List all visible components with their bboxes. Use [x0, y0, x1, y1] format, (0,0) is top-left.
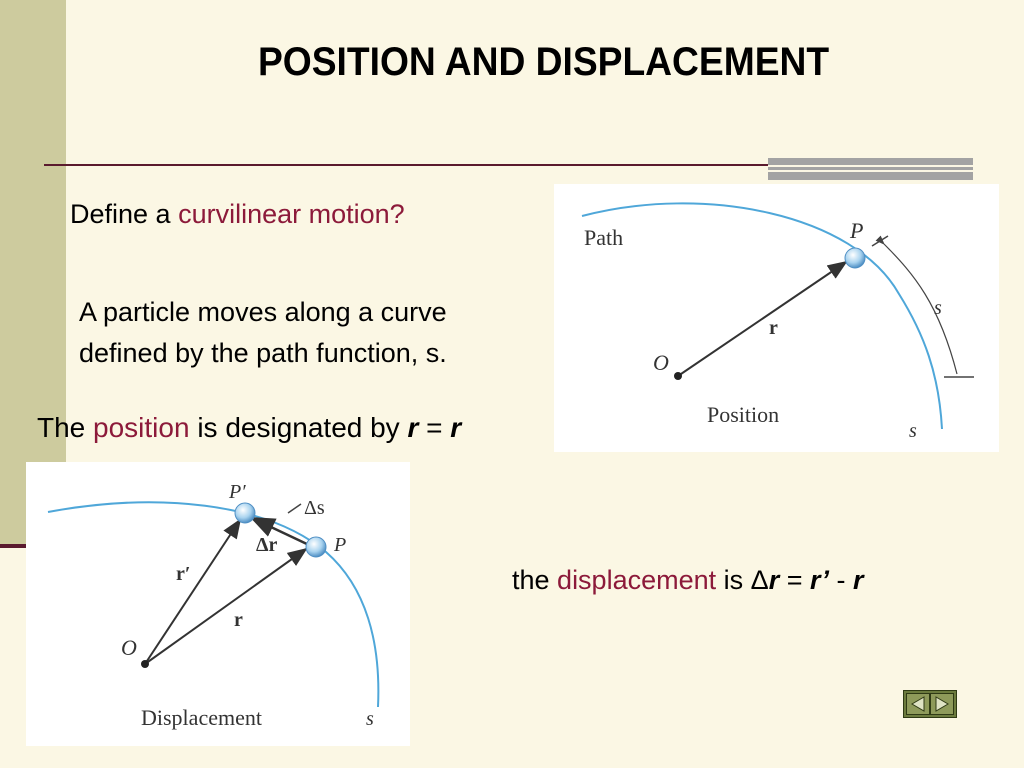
- delta-symbol: Δ: [750, 565, 769, 595]
- displacement-r-symbol-2: r: [853, 565, 864, 595]
- particle-description: A particle moves along a curve defined b…: [79, 292, 447, 374]
- next-slide-button[interactable]: [930, 693, 954, 715]
- position-prefix: The: [37, 412, 94, 443]
- position-statement: The position is designated by r = r: [37, 412, 461, 444]
- path-curve: [581, 202, 943, 430]
- p-prime-label: P′: [228, 481, 246, 503]
- displacement-diagram: P′ Δs Δr P r′ r O Displacement s: [47, 481, 380, 730]
- particle-p: [844, 247, 866, 269]
- displacement-equals: =: [779, 565, 810, 595]
- r-prime-label: r′: [176, 563, 191, 585]
- displacement-minus: -: [829, 565, 854, 595]
- r-vector: [144, 547, 308, 665]
- displacement-r-prime-symbol: r’: [810, 565, 830, 595]
- origin-label: O: [653, 350, 669, 375]
- position-vector: [677, 260, 848, 377]
- position-r-symbol-2: r: [450, 412, 462, 443]
- position-equals: =: [418, 412, 451, 443]
- vector-label: r: [769, 317, 778, 339]
- slide-nav: [903, 690, 957, 718]
- displacement-figure: P′ Δs Δr P r′ r O Displacement s: [26, 462, 410, 746]
- particle-line-2: defined by the path function, s.: [79, 338, 447, 368]
- point-p-label: P: [849, 218, 863, 243]
- origin-label-d: O: [121, 635, 137, 660]
- particle-p-d: [305, 536, 327, 558]
- displacement-term: displacement: [557, 565, 717, 595]
- particle-line-1: A particle moves along a curve: [79, 297, 447, 327]
- curve-s-label-d: s: [366, 708, 374, 730]
- slide-title: POSITION AND DISPLACEMENT: [258, 40, 830, 84]
- displacement-prefix: the: [512, 565, 558, 595]
- arc-s-label: s: [934, 297, 942, 319]
- position-term: position: [93, 412, 190, 443]
- title-rule: [44, 164, 768, 166]
- particle-p-prime: [234, 502, 256, 524]
- delta-r-vector: [249, 516, 310, 547]
- displacement-caption: Displacement: [141, 705, 262, 730]
- define-prefix: Define a: [70, 199, 179, 229]
- path-label: Path: [584, 225, 623, 250]
- r-label-d: r: [234, 609, 243, 631]
- position-diagram: Path O r P s s Position: [581, 202, 974, 442]
- origin-point-d: [141, 660, 149, 668]
- define-term: curvilinear motion?: [178, 199, 405, 229]
- displacement-is: is: [716, 565, 751, 595]
- position-middle: is designated by: [189, 412, 408, 443]
- delta-r-label: Δr: [256, 534, 278, 556]
- displacement-statement: the displacement is Δr = r’ - r: [512, 565, 864, 596]
- displacement-curve: [47, 501, 380, 708]
- triangle-right-icon: [935, 696, 949, 712]
- triangle-left-icon: [911, 696, 925, 712]
- displacement-r-symbol: r: [768, 565, 780, 595]
- delta-s-label: Δs: [304, 497, 325, 519]
- left-decor-band: [0, 0, 66, 548]
- prev-slide-button[interactable]: [906, 693, 930, 715]
- p-label-d: P: [333, 534, 346, 556]
- title-rule-bars: [768, 158, 973, 180]
- origin-point: [674, 372, 682, 380]
- position-caption: Position: [707, 402, 779, 427]
- define-question: Define a curvilinear motion?: [70, 199, 405, 230]
- curve-s-label: s: [909, 420, 917, 442]
- position-figure: Path O r P s s Position: [554, 184, 999, 452]
- r-prime-vector: [144, 518, 242, 665]
- position-r-symbol: r: [407, 412, 419, 443]
